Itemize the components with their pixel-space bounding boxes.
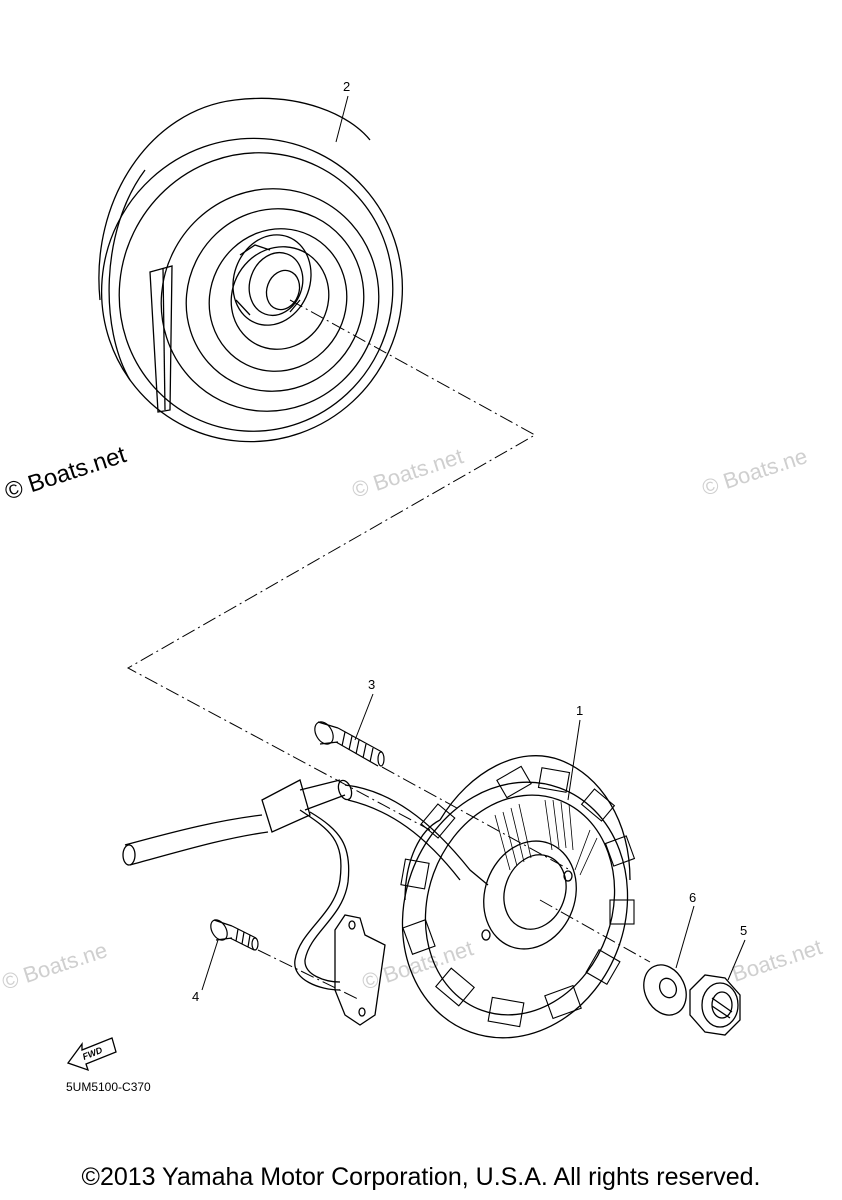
stator-assembly bbox=[400, 755, 636, 1039]
fwd-arrow-icon: FWD bbox=[66, 1037, 117, 1072]
callout-number: 1 bbox=[576, 703, 583, 718]
wiring-harness bbox=[122, 779, 489, 1026]
nut-5 bbox=[689, 974, 741, 1036]
watermark-faint: Boats.net bbox=[729, 934, 825, 987]
bolt-4 bbox=[210, 919, 259, 951]
watermark-faint: © Boats.net bbox=[349, 443, 466, 502]
watermark-faint: © Boats.ne bbox=[699, 443, 811, 501]
diagram-code: 5UM5100-C370 bbox=[66, 1080, 151, 1094]
flywheel-rotor bbox=[98, 97, 404, 443]
callout-number: 2 bbox=[343, 79, 350, 94]
callout-number: 5 bbox=[740, 923, 747, 938]
assembly-centerlines bbox=[126, 299, 651, 1001]
copyright-notice: ©2013 Yamaha Motor Corporation, U.S.A. A… bbox=[81, 1163, 761, 1191]
callout-number: 3 bbox=[368, 677, 375, 692]
washer-6 bbox=[643, 964, 687, 1016]
leader-lines bbox=[201, 95, 746, 991]
callout-number: 6 bbox=[689, 890, 696, 905]
bolt-3 bbox=[314, 721, 385, 767]
watermark-main: © Boats.net bbox=[2, 441, 130, 506]
callout-number: 4 bbox=[192, 989, 199, 1004]
watermark-faint: © Boats.ne bbox=[0, 937, 110, 995]
